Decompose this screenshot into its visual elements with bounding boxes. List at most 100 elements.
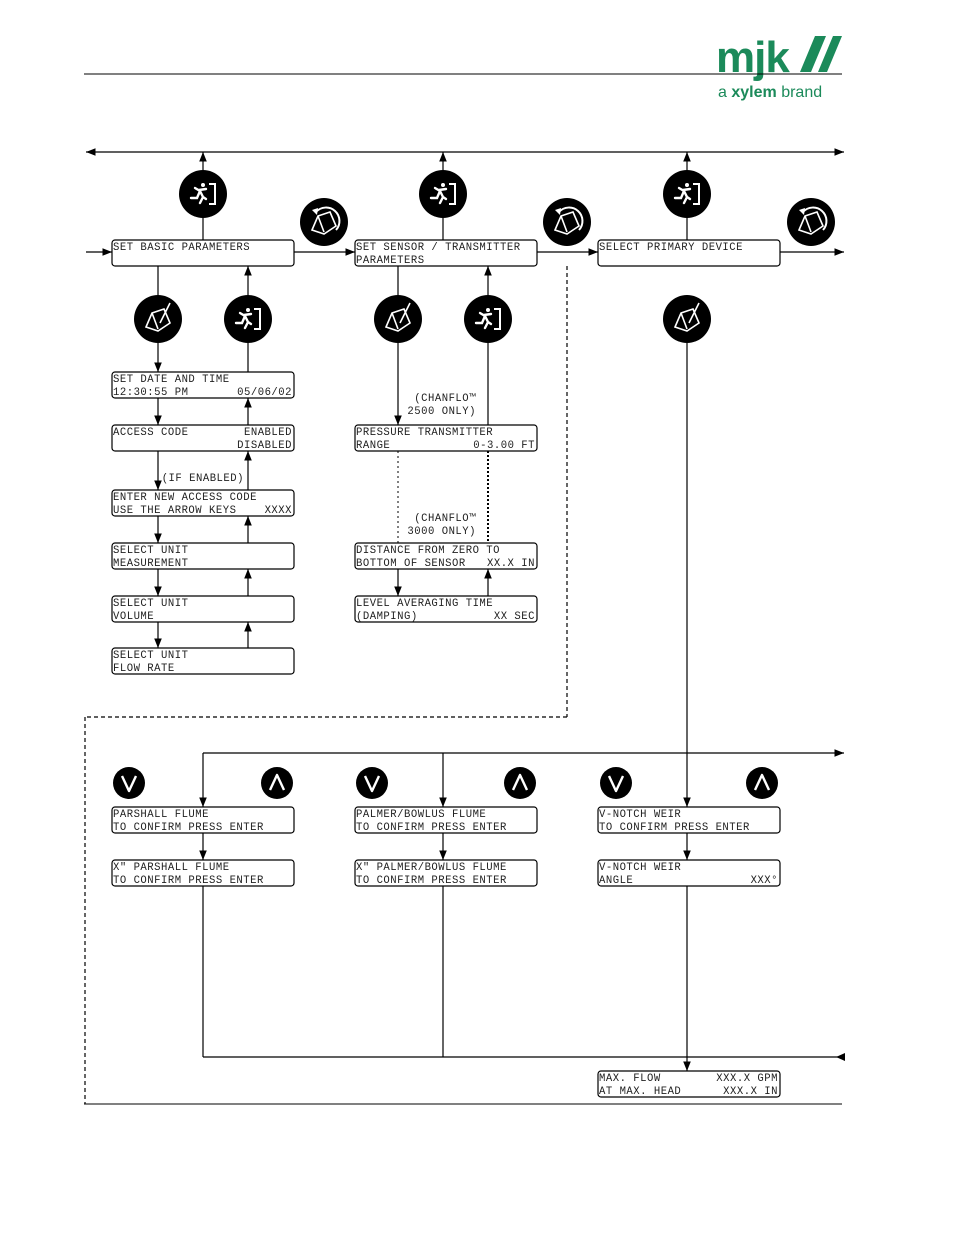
exit-icon[interactable] [419, 170, 467, 218]
edit-icon[interactable] [134, 295, 182, 343]
display-line: RANGE [356, 440, 390, 452]
rotate-icon[interactable] [300, 198, 348, 246]
display-line: SET DATE AND TIME [113, 374, 230, 386]
up-arrow-key-icon[interactable] [261, 767, 293, 799]
note-chanflo2500-l1: (CHANFLO™ [414, 393, 476, 405]
display-line: 0-3.00 FT [473, 440, 535, 452]
display-line: SELECT UNIT [113, 545, 188, 557]
display-line: USE THE ARROW KEYS [113, 505, 236, 517]
display-line: TO CONFIRM PRESS ENTER [113, 822, 264, 834]
display-line: X" PARSHALL FLUME [113, 862, 230, 874]
display-line: PRESSURE TRANSMITTER [356, 427, 493, 439]
rotate-icon[interactable] [787, 198, 835, 246]
display-line: PARAMETERS [356, 255, 425, 267]
display-box-frame [354, 239, 538, 267]
up-arrow-key-icon[interactable] [746, 767, 778, 799]
display-line: XXX° [751, 875, 778, 887]
edit-icon[interactable] [663, 295, 711, 343]
up-arrow-key-icon[interactable] [504, 767, 536, 799]
down-arrow-key-icon[interactable] [356, 767, 388, 799]
display-box-frame [354, 424, 538, 452]
connector-lines [84, 148, 845, 1104]
display-box-frame [111, 542, 295, 570]
display-line: SET BASIC PARAMETERS [113, 242, 250, 254]
display-line: 05/06/02 [237, 387, 292, 399]
display-box-frame [597, 1070, 781, 1098]
display-box-frame [354, 806, 538, 834]
key-icons [113, 170, 835, 799]
exit-icon[interactable] [179, 170, 227, 218]
display-line: DISABLED [237, 440, 292, 452]
display-box-frame [597, 859, 781, 887]
display-box-frame [111, 859, 295, 887]
arrowhead [836, 1053, 845, 1061]
display-line: ACCESS CODE [113, 427, 188, 439]
display-line: TO CONFIRM PRESS ENTER [113, 875, 264, 887]
display-line: XX.X IN [487, 558, 535, 570]
display-line: X" PALMER/BOWLUS FLUME [356, 862, 507, 874]
display-line: V-NOTCH WEIR [599, 862, 681, 874]
down-arrow-key-icon[interactable] [600, 767, 632, 799]
exit-icon[interactable] [224, 295, 272, 343]
display-line: ENTER NEW ACCESS CODE [113, 492, 257, 504]
edit-icon[interactable] [374, 295, 422, 343]
display-line: (DAMPING) [356, 611, 418, 623]
logo-prefix: a [718, 84, 727, 101]
display-line: VOLUME [113, 611, 154, 623]
exit-icon[interactable] [663, 170, 711, 218]
display-line: MAX. FLOW [599, 1073, 661, 1085]
display-line: AT MAX. HEAD [599, 1086, 681, 1098]
display-line: LEVEL AVERAGING TIME [356, 598, 493, 610]
display-box-frame [111, 489, 295, 517]
down-arrow-key-icon[interactable] [113, 767, 145, 799]
exit-icon[interactable] [464, 295, 512, 343]
svg-text:a xylem brand: a xylem brand [718, 84, 822, 101]
display-box-maxflow: MAX. FLOW XXX.X GPM AT MAX. HEAD XXX.X IN [597, 1070, 781, 1098]
display-line: MEASUREMENT [113, 558, 188, 570]
display-line: TO CONFIRM PRESS ENTER [356, 875, 507, 887]
logo-brand: mjk [716, 33, 790, 82]
display-box-set-basic: SET BASIC PARAMETERS [111, 239, 295, 267]
display-box-frame [111, 424, 295, 452]
display-line: ANGLE [599, 875, 633, 887]
logo-slashes [800, 36, 842, 72]
display-line: SELECT UNIT [113, 598, 188, 610]
display-box-frame [597, 239, 781, 267]
logo-xylem: xylem [731, 84, 776, 101]
display-line: SET SENSOR / TRANSMITTER [356, 242, 521, 254]
display-line: XXX.X IN [723, 1086, 778, 1098]
display-line: XXXX [265, 505, 293, 517]
display-box-frame [111, 371, 295, 399]
note-if-enabled: (IF ENABLED) [162, 473, 244, 485]
display-box-frame [111, 595, 295, 623]
display-box-frame [354, 542, 538, 570]
mjk-logo: mjk a xylem brand [716, 33, 842, 101]
display-line: 12:30:55 PM [113, 387, 188, 399]
rotate-icon[interactable] [543, 198, 591, 246]
display-line: XXX.X GPM [716, 1073, 778, 1085]
display-line: SELECT PRIMARY DEVICE [599, 242, 743, 254]
display-box-frame [111, 647, 295, 675]
display-line: PALMER/BOWLUS FLUME [356, 809, 486, 821]
display-line: PARSHALL FLUME [113, 809, 209, 821]
logo-suffix: brand [781, 84, 822, 101]
display-line: DISTANCE FROM ZERO TO [356, 545, 500, 557]
display-box-averaging: LEVEL AVERAGING TIME(DAMPING)XX SEC [354, 595, 538, 623]
